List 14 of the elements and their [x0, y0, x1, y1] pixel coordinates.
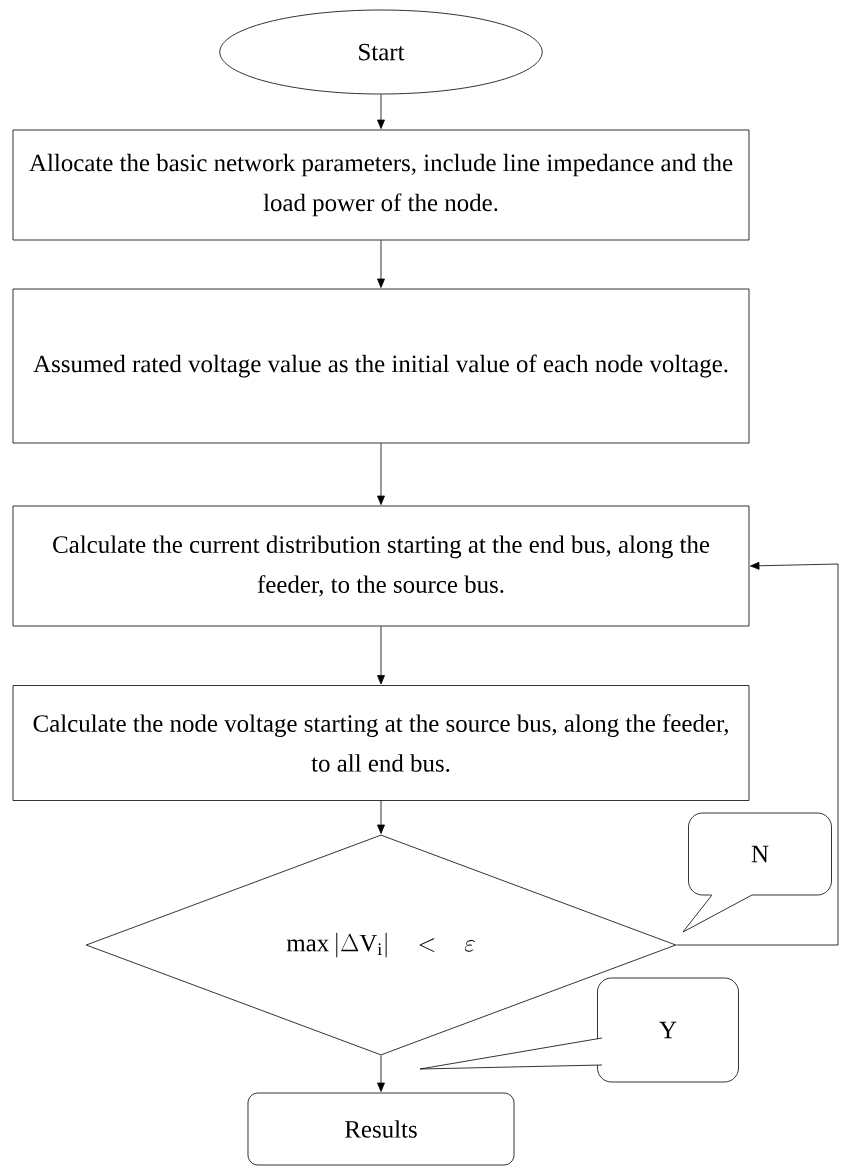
terminal-box: Results	[247, 1092, 515, 1166]
arrow	[377, 94, 385, 129]
arrow	[377, 626, 385, 685]
process-box: Allocate the basic network parameters, include line impedance and the load power of the node.	[12, 129, 750, 241]
arrow	[377, 800, 385, 834]
arrow	[675, 561, 839, 946]
callout-bubble: Y	[419, 977, 739, 1083]
arrow	[377, 1055, 385, 1092]
arrow	[377, 443, 385, 505]
process-box: Calculate the node voltage starting at the source bus, along the feeder, to all end bus.	[12, 685, 750, 801]
process-box: Calculate the current distribution starting at the end bus, along the feeder, to the source bus.	[12, 505, 750, 627]
arrow	[377, 240, 385, 288]
callout-bubble: N	[682, 812, 832, 933]
process-box: Assumed rated voltage value as the initial value of each node voltage.	[12, 288, 750, 444]
